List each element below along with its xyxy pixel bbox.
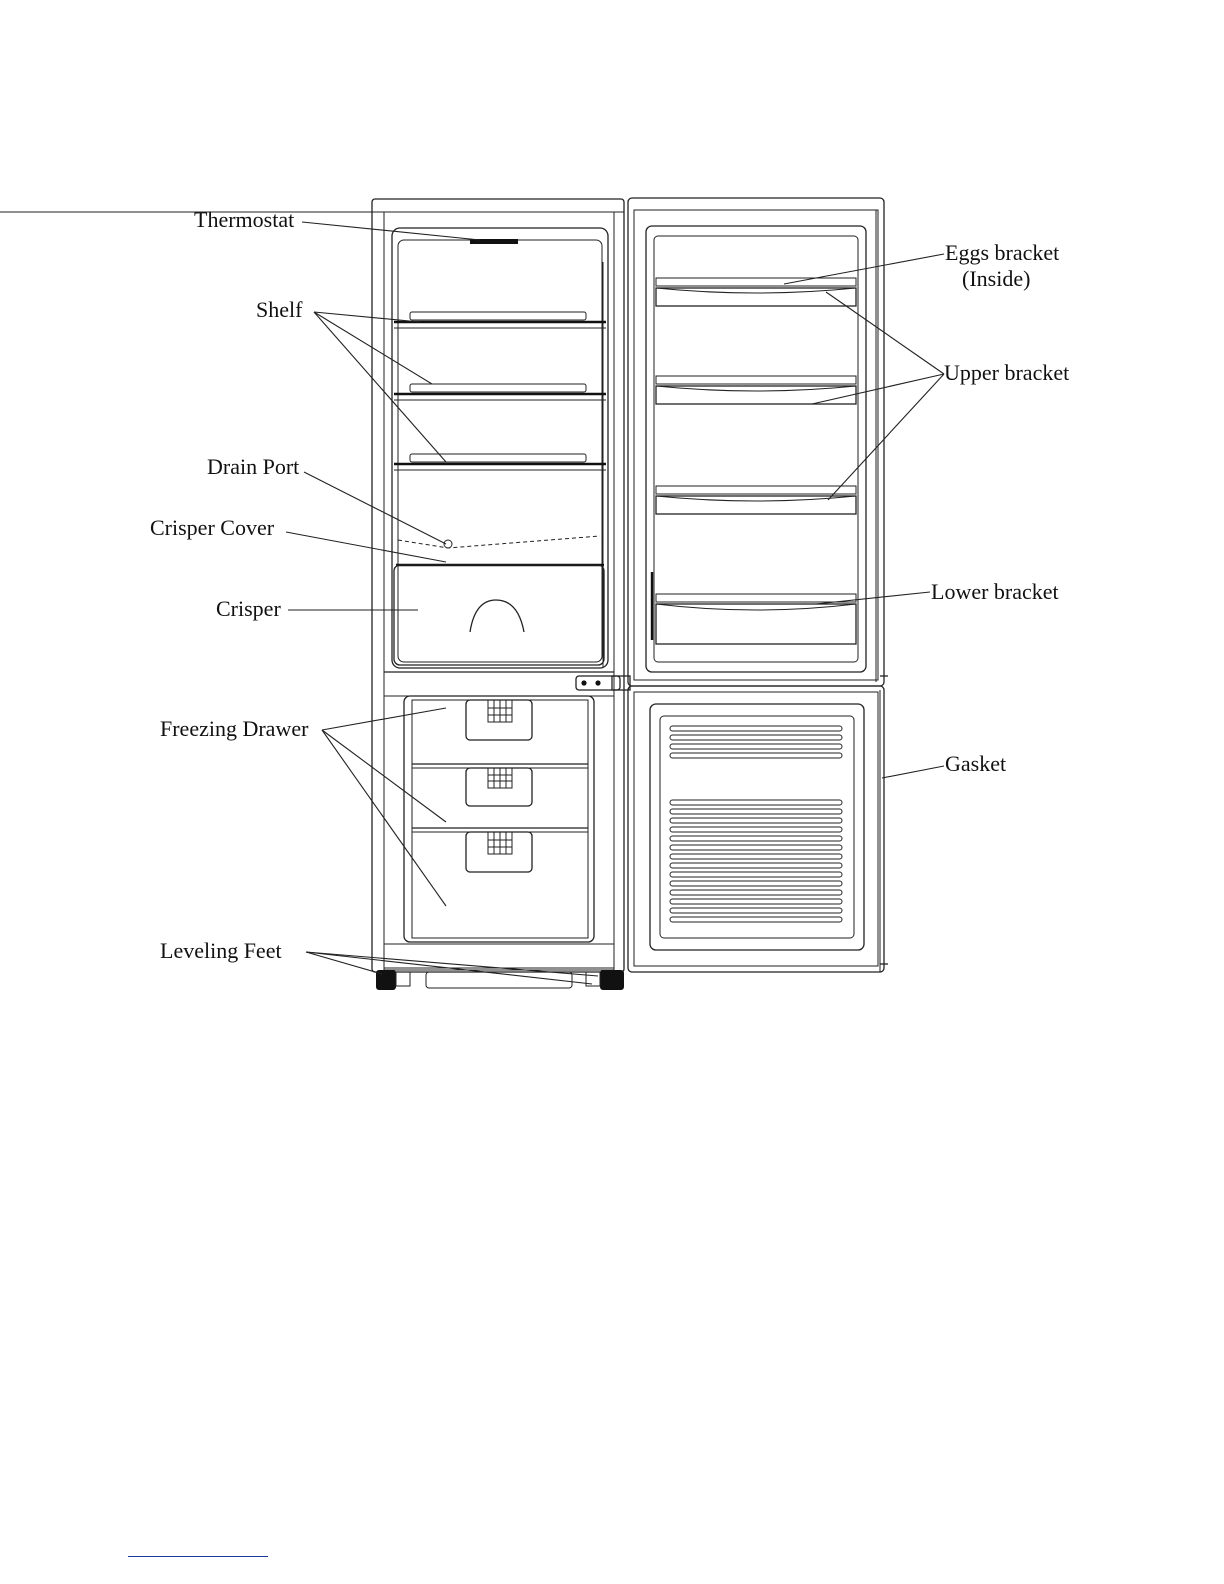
label-gasket: Gasket [945,751,1006,776]
refrigerator-cabinet [0,199,630,990]
label-leveling-feet: Leveling Feet [160,938,282,963]
label-upper-bracket: Upper bracket [944,360,1069,385]
footer-rule [128,1556,268,1557]
leader-lines [286,222,944,984]
freezer-door-upper-vents [670,726,842,758]
label-shelf: Shelf [256,297,303,322]
label-eggs-bracket-note: (Inside) [962,266,1030,291]
label-crisper-cover: Crisper Cover [150,515,275,540]
label-eggs-bracket: Eggs bracket [945,240,1059,265]
label-freezing-drawer: Freezing Drawer [160,716,309,741]
label-lower-bracket: Lower bracket [931,579,1059,604]
label-thermostat: Thermostat [194,207,294,232]
refrigerator-doors [628,198,888,972]
label-crisper: Crisper [216,596,281,621]
label-drain-port: Drain Port [207,454,299,479]
freezer-door-lower-vents [670,800,842,922]
